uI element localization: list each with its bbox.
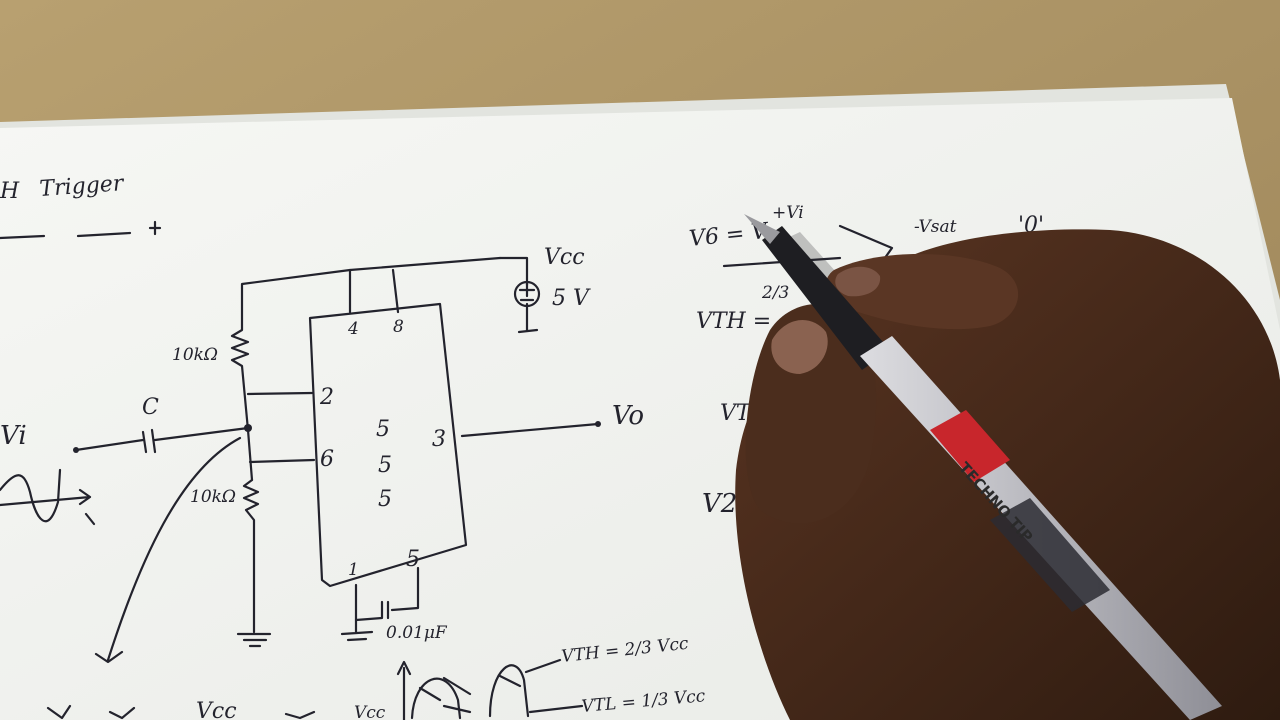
ic-name-digit-3: 5	[378, 487, 392, 512]
ic-name-digit-1: 5	[376, 417, 390, 442]
supply-voltage-label: 5 V	[552, 286, 591, 311]
thumb-nail	[771, 320, 828, 374]
input-label: Vi	[0, 421, 27, 451]
resistor-top-label: 10kΩ	[172, 345, 218, 365]
pen-tip	[744, 214, 780, 244]
index-nail	[835, 266, 881, 297]
pen-cap-dark	[990, 498, 1110, 612]
equation-two-thirds: 2/3	[761, 283, 789, 303]
equation-vth: VTH =	[696, 309, 771, 334]
pen-grip	[762, 226, 890, 370]
output-waveform-sketch	[396, 658, 584, 720]
battery-symbol	[513, 280, 541, 308]
ic-body	[308, 302, 468, 588]
bottom-partial-writing	[46, 704, 316, 720]
bottom-vcc-label-1: Vcc	[196, 699, 237, 720]
vcc-label: Vcc	[544, 245, 585, 270]
pin-8-label: 8	[393, 317, 404, 337]
pen-label-band	[930, 410, 1010, 482]
pin-5-capacitor-value: 0.01μF	[386, 623, 448, 643]
pin-6-label: 6	[320, 447, 334, 472]
hand-with-pen: TECHNO TIP	[735, 214, 1280, 720]
equation-plus-vi: +Vi	[772, 203, 804, 223]
ic-name-digit-2: 5	[378, 453, 392, 478]
equation-vsat: -Vsat	[914, 217, 957, 237]
input-sine-sketch	[0, 468, 96, 526]
capacitor-label: C	[142, 395, 159, 420]
title-text: Trigger	[39, 171, 126, 202]
circuit-wiring	[73, 256, 601, 664]
pin-2-label: 2	[319, 385, 334, 410]
pin-4-label: 4	[347, 319, 359, 339]
title-underline	[0, 220, 162, 240]
equation-v2: V2	[702, 489, 737, 519]
pin-5-label: 5	[406, 547, 420, 572]
pin-3-label: 3	[432, 427, 446, 452]
title-partial-h: H	[0, 179, 20, 204]
resistor-bottom-label: 10kΩ	[190, 487, 236, 507]
output-label: Vo	[612, 401, 644, 431]
pin-1-label: 1	[348, 560, 359, 580]
bottom-vcc-label-2: Vcc	[354, 703, 386, 720]
